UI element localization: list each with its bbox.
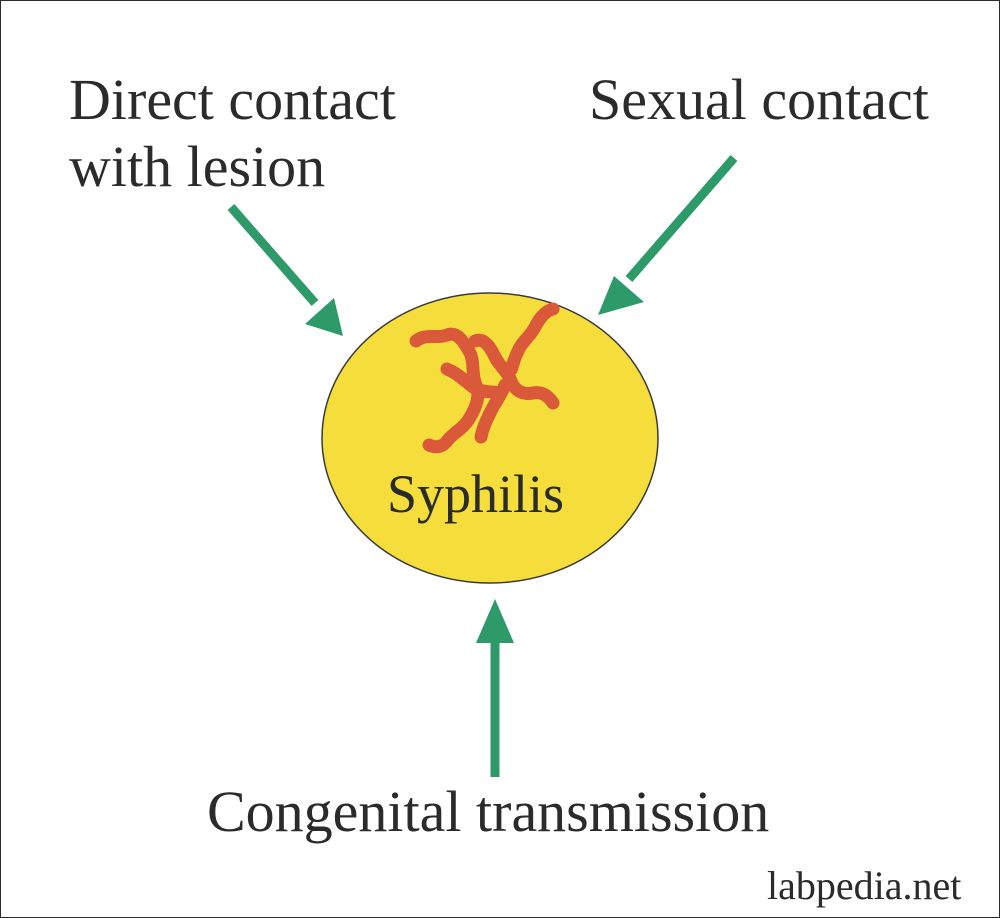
center-circle — [321, 292, 659, 584]
label-congenital-transmission: Congenital transmission — [207, 779, 770, 844]
arrows — [227, 155, 738, 777]
watermark: labpedia.net — [767, 863, 962, 908]
spirochete-bacteria-icon — [409, 302, 560, 454]
label-syphilis: Syphilis — [387, 464, 565, 524]
label-direct-contact-line2: with lesion — [69, 133, 326, 199]
label-direct-contact: Direct contact with lesion — [69, 67, 396, 200]
arrow-congenital-transmission — [476, 599, 514, 777]
arrow-direct-contact — [227, 204, 343, 336]
arrow-sexual-contact — [598, 155, 738, 315]
label-direct-contact-line1: Direct contact — [69, 67, 396, 132]
label-sexual-contact: Sexual contact — [589, 67, 929, 132]
